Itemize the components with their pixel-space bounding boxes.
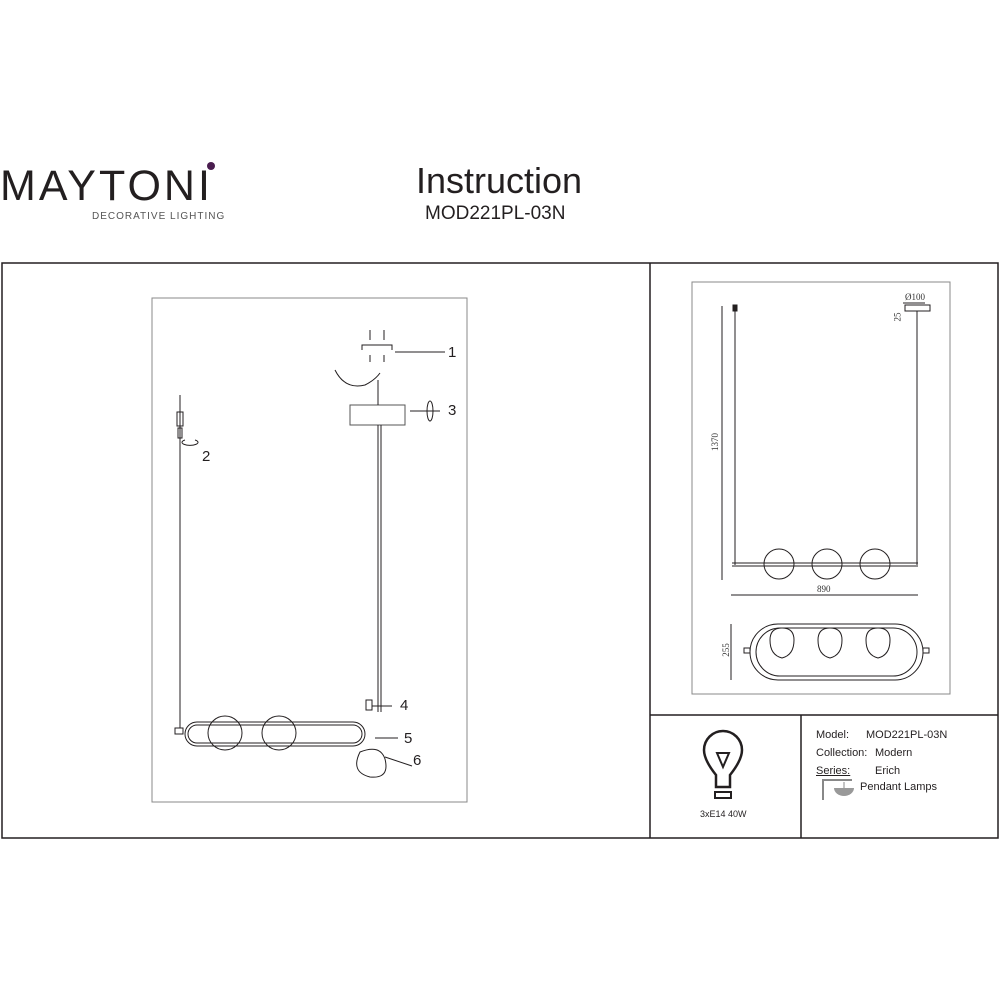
collection-label: Collection:	[816, 747, 868, 759]
callout-4: 4	[400, 697, 409, 714]
logo-dot	[207, 162, 215, 170]
callout-2: 2	[202, 448, 211, 465]
model-label: Model:	[816, 729, 850, 741]
light-bulb-icon	[702, 729, 744, 799]
brand-logo: MAYTONI	[0, 162, 213, 210]
dim-canopy-diameter: Ø100	[905, 292, 925, 302]
series-value: Erich	[875, 765, 901, 777]
dim-width: 890	[817, 584, 831, 594]
collection-value: Modern	[875, 747, 913, 759]
model-value: MOD221PL-03N	[866, 729, 948, 741]
bulb-spec: 3xE14 40W	[700, 809, 747, 819]
callout-5: 5	[404, 730, 413, 747]
callout-1: 1	[448, 344, 457, 361]
page-title: Instruction	[416, 160, 583, 201]
callout-6: 6	[413, 752, 422, 769]
type-value: Pendant Lamps	[860, 781, 938, 793]
dimension-drawing	[691, 281, 951, 695]
outer-frame	[1, 262, 999, 839]
dim-canopy-height: 25	[892, 312, 903, 322]
callout-3: 3	[448, 402, 457, 419]
pendant-lamp-icon	[822, 779, 854, 800]
assembly-drawing	[151, 297, 468, 803]
brand-tagline: DECORATIVE LIGHTING	[92, 211, 226, 222]
model-heading: MOD221PL-03N	[425, 203, 566, 224]
dim-height: 1370	[710, 433, 720, 451]
dim-depth: 255	[720, 643, 731, 657]
series-label: Series:	[816, 765, 851, 777]
